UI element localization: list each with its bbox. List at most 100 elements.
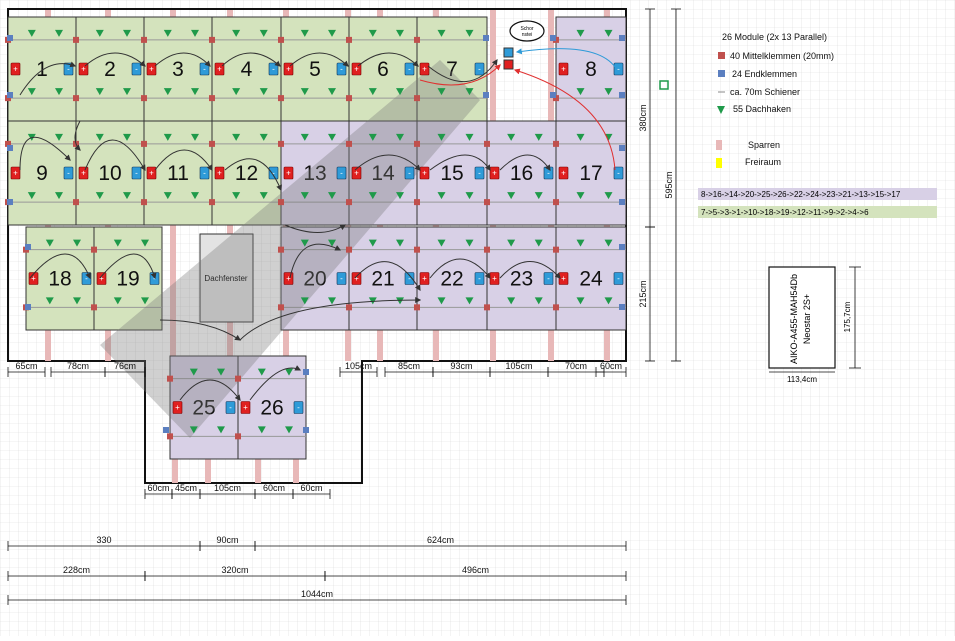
fittings-layer: +-+-+-+-+-+-+-+-+-+-+-+-+-+-+-+-+-+-+-+-… — [5, 29, 625, 440]
minus-connector — [543, 272, 554, 285]
module-number: 15 — [440, 162, 463, 185]
mid-clamp-icon — [278, 36, 284, 43]
mid-clamp-icon — [73, 95, 79, 102]
svg-text:-: - — [617, 274, 620, 283]
roof-hook-icon — [189, 368, 198, 376]
svg-text:-: - — [272, 169, 275, 178]
roof-hook-icon — [300, 133, 309, 141]
roof-hook-icon — [232, 88, 241, 96]
roof-hook-icon — [95, 88, 104, 96]
minus-connector — [404, 272, 415, 285]
minus-connector — [199, 166, 210, 180]
svg-text:+: + — [13, 65, 18, 74]
mid-clamp-icon — [5, 95, 11, 102]
minus-connector — [268, 166, 279, 180]
roof-hook-icon — [328, 239, 336, 247]
mid-clamp-icon — [235, 375, 241, 382]
roof-hook-icon — [534, 133, 543, 141]
legend-free-space: Freiraum — [745, 157, 781, 167]
svg-text:-: - — [203, 65, 206, 74]
module-number: 8 — [585, 58, 597, 81]
module-number: 16 — [510, 162, 533, 185]
dim-bottom-1: 45cm — [175, 483, 197, 493]
roof-hook-icon — [55, 133, 63, 141]
roof-hook-icon — [437, 192, 446, 200]
roof-hook-icon — [191, 29, 199, 37]
mid-clamp-icon — [278, 140, 284, 147]
module-number: 22 — [440, 268, 463, 291]
roof-hook-icon — [259, 192, 268, 200]
roof-hook-icon — [604, 29, 613, 37]
svg-text:+: + — [243, 403, 248, 412]
roof-hook-icon — [328, 88, 336, 96]
svg-text:+: + — [99, 274, 104, 283]
module-number: 5 — [309, 58, 321, 81]
wire — [19, 61, 77, 96]
roof-hook-icon — [300, 29, 309, 37]
minus-connector — [404, 166, 415, 180]
roof-hook-icon — [534, 297, 543, 305]
roof-hook-icon — [257, 368, 266, 376]
svg-text:-: - — [135, 65, 138, 74]
legend-rafter-icon — [716, 140, 722, 150]
roof-hook-icon — [217, 368, 225, 376]
roof-hook-icon — [191, 133, 199, 141]
wire-red — [419, 64, 501, 86]
mid-clamp-icon — [167, 375, 173, 382]
roof-hook-icon — [437, 239, 446, 247]
roof-hook-icon — [141, 297, 149, 305]
wire — [499, 154, 551, 171]
mid-clamp-icon — [414, 140, 420, 147]
roof-hook-icon — [45, 239, 54, 247]
legend-rafters: Sparren — [748, 140, 780, 150]
roof-hook-icon — [191, 88, 199, 96]
roof-hook-icon — [95, 192, 104, 200]
dim-vertical-lower: 215cm — [638, 280, 648, 307]
dim-bottom-2: 105cm — [214, 483, 241, 493]
svg-text:+: + — [31, 274, 36, 283]
roof-hook-icon — [259, 133, 268, 141]
roof-hook-icon — [396, 297, 404, 305]
plus-connector — [240, 401, 251, 414]
minus-connector — [63, 166, 74, 180]
mid-clamp-icon — [73, 36, 79, 43]
roof-hook-icon — [163, 192, 172, 200]
chimney-label-1: Schor — [520, 26, 533, 32]
roof-hook-icon — [285, 426, 293, 434]
roof-hook-icon — [189, 426, 198, 434]
dim-top-0: 65cm — [15, 361, 37, 371]
mid-clamp-icon — [553, 140, 559, 147]
module-number: 11 — [167, 162, 189, 185]
module-number: 10 — [98, 162, 121, 185]
roof-hook-icon — [191, 192, 199, 200]
wire — [224, 158, 282, 192]
mid-clamp-icon — [209, 199, 215, 206]
roof-hook-icon — [257, 426, 266, 434]
end-clamp-icon — [303, 369, 309, 375]
minus-connector — [336, 272, 347, 285]
mid-clamp-icon — [484, 246, 490, 253]
minus-connector — [131, 166, 142, 180]
minus-connector — [404, 62, 415, 76]
roof-hook-icon — [368, 192, 377, 200]
roof-hook-icon — [55, 192, 63, 200]
wire — [357, 52, 419, 67]
minus-connector — [293, 401, 304, 414]
module-number: 17 — [579, 162, 602, 185]
mid-clamp-icon — [414, 199, 420, 206]
roof-hook-icon — [465, 88, 474, 96]
roof-hook-icon — [27, 88, 36, 96]
end-clamp-icon — [483, 35, 489, 41]
chimney: Schor nstei — [509, 20, 545, 42]
module-number: 25 — [192, 397, 215, 420]
mid-clamp-icon — [484, 304, 490, 311]
dim-total-b-0: 228cm — [63, 565, 90, 575]
legend-rails: ca. 70m Schiener — [730, 87, 800, 97]
plus-connector — [96, 272, 107, 285]
end-clamp-icon — [163, 427, 169, 433]
roof-hook-icon — [507, 239, 516, 247]
end-clamp-icon — [7, 35, 13, 41]
dim-bottom-3: 60cm — [263, 483, 285, 493]
module-width: 113,4cm — [787, 375, 817, 384]
